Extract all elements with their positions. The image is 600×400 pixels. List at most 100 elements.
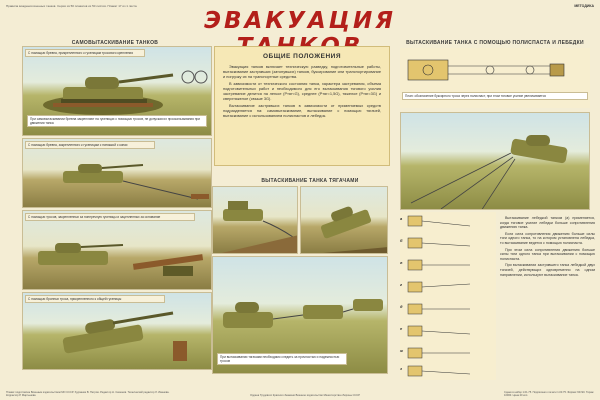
turret-plan: [422, 64, 434, 76]
pulley-block-1: [485, 65, 495, 75]
tow-cable-2: [342, 308, 354, 313]
diagram-label-g: ж: [400, 348, 403, 353]
cable-d: [421, 283, 471, 288]
caption-6: При вытаскивании тягачами необходимо сле…: [217, 353, 347, 365]
variant-f: [407, 325, 471, 337]
tank-log-illustration: [43, 70, 208, 115]
pulley-variants-diagram: а б в г д е ж з: [400, 212, 496, 380]
tank-gun: [80, 244, 124, 248]
diagram-label-b: б: [400, 238, 403, 243]
tank-hull: [38, 251, 108, 265]
tractor-panel-1: [212, 186, 298, 254]
tractor-illustration-2: [320, 206, 387, 253]
diagram-label-a: а: [400, 216, 403, 221]
tank-turret: [85, 319, 116, 334]
tank-f: [407, 325, 423, 337]
variant-e: [407, 303, 470, 315]
caption-2: При самовытаскивании бревна закрепляют н…: [27, 115, 207, 127]
cable: [122, 180, 199, 200]
tree-stump: [173, 341, 187, 361]
tank-turret: [85, 77, 119, 89]
log: [53, 103, 153, 107]
tank-g: [407, 347, 423, 359]
section-self-pull-title: САМОВЫТАСКИВАНИЕ ТАНКОВ: [71, 40, 159, 46]
log: [132, 254, 204, 270]
tractor-panel-2: [300, 186, 388, 254]
rope-coil-1: [181, 70, 195, 84]
caption-5: С помощью бронных троса, прикрепленного …: [25, 295, 165, 303]
pulley-scheme: [407, 59, 565, 81]
diagram-label-c: в: [400, 260, 403, 265]
tank-d: [407, 281, 423, 293]
pulley-desc-3: При этом сила сопротивления движению бол…: [500, 247, 595, 261]
pulley-scene-illustration: [410, 135, 568, 209]
caption-4: С помощью тросов, закрепленных за попере…: [25, 213, 195, 221]
tow-cable: [262, 220, 294, 238]
tank-turret: [526, 135, 550, 146]
cable-h: [421, 370, 471, 375]
variant-b: [407, 237, 471, 249]
tank-hull: [510, 138, 568, 164]
tractor-2: [353, 299, 383, 311]
pulley-diagram: План: обозначение буксирного троса через…: [400, 48, 590, 108]
cable-f: [421, 330, 471, 335]
caption-7: План: обозначение буксирного троса через…: [402, 92, 588, 100]
tank-track-closeup: [163, 266, 193, 276]
diagram-label-h: з: [400, 366, 403, 371]
tank-turret: [331, 206, 353, 222]
tank-hull: [63, 171, 123, 183]
diagram-label-d: г: [400, 282, 403, 287]
tank-gun: [112, 311, 174, 325]
tank-anchor-illustration: [63, 164, 209, 200]
tractor-illustration-1: [221, 201, 297, 253]
cable-a: [421, 220, 471, 227]
bank: [323, 247, 387, 253]
tractor-panel-3: При вытаскивании тягачами необходимо сле…: [212, 256, 388, 374]
tank-slope-illustration: [38, 243, 204, 276]
section-tractors-title: ВЫТАСКИВАНИЕ ТАНКА ТЯГАЧАМИ: [261, 178, 359, 184]
cable-2: [440, 156, 514, 209]
tank-e: [407, 303, 423, 315]
diagram-label-f: е: [400, 326, 403, 331]
general-para-1: Эвакуация танков включает техническую ра…: [223, 64, 381, 79]
self-pull-panel-3: С помощью тросов, закрепленных за попере…: [22, 210, 212, 290]
tank-turret: [235, 302, 259, 313]
rope-coil-2: [194, 70, 208, 84]
header-note: Правила вождения военных танков. Серия и…: [6, 4, 137, 8]
header-line: Правила вождения военных танков. Серия и…: [6, 4, 594, 10]
pulley-scene: [400, 112, 590, 210]
variant-h: [407, 365, 471, 377]
tank-hull: [223, 312, 273, 328]
footer-left: Плакат подготовлен Военным издательством…: [6, 390, 170, 397]
anchor-plan: [549, 63, 565, 77]
tractor-hull: [223, 209, 263, 221]
tank-tree-illustration: [62, 311, 187, 361]
header-code: МЕТОДИКА: [574, 4, 594, 8]
tank-turret: [78, 164, 102, 173]
pulley-desc-2: Если сила сопротивления движению больше …: [500, 231, 595, 245]
caption-3: С помощью бревна, закрепленного к гусени…: [25, 141, 155, 149]
cable-b: [421, 242, 471, 247]
pulley-desc-4: При вытаскивании застрявшего танка лебед…: [500, 263, 595, 277]
diagram-label-e: д: [400, 304, 403, 309]
footer-middle: Ордена Трудового Красного Знамени Военно…: [249, 393, 361, 397]
variant-d: [407, 281, 471, 293]
general-para-2: В зависимости от технического состояния …: [223, 81, 381, 101]
pulley-block-2: [525, 65, 535, 75]
tractor-1: [303, 305, 343, 319]
tank-gun: [101, 164, 144, 169]
variant-c: [407, 259, 470, 271]
tank-h: [407, 365, 423, 377]
pulley-variants: [407, 215, 471, 377]
section-pulley-title: ВЫТАСКИВАНИЕ ТАНКА С ПОМОЩЬЮ ПОЛИСПАСТА …: [406, 40, 584, 46]
variant-a: [407, 215, 471, 227]
general-provisions-box: ОБЩИЕ ПОЛОЖЕНИЯ Эвакуация танков включае…: [214, 46, 390, 166]
general-para-3: Вытаскивание застрявших танков в зависим…: [223, 103, 381, 118]
variant-g: [407, 347, 470, 359]
general-heading: ОБЩИЕ ПОЛОЖЕНИЯ: [262, 53, 341, 60]
mud-ditch: [221, 235, 297, 253]
tank-track: [61, 99, 147, 105]
pulley-desc-1: Вытаскивание лебедкой танком (а) применя…: [500, 216, 595, 230]
caption-1: С помощью бревна, прикрепленного к гусен…: [25, 49, 145, 57]
